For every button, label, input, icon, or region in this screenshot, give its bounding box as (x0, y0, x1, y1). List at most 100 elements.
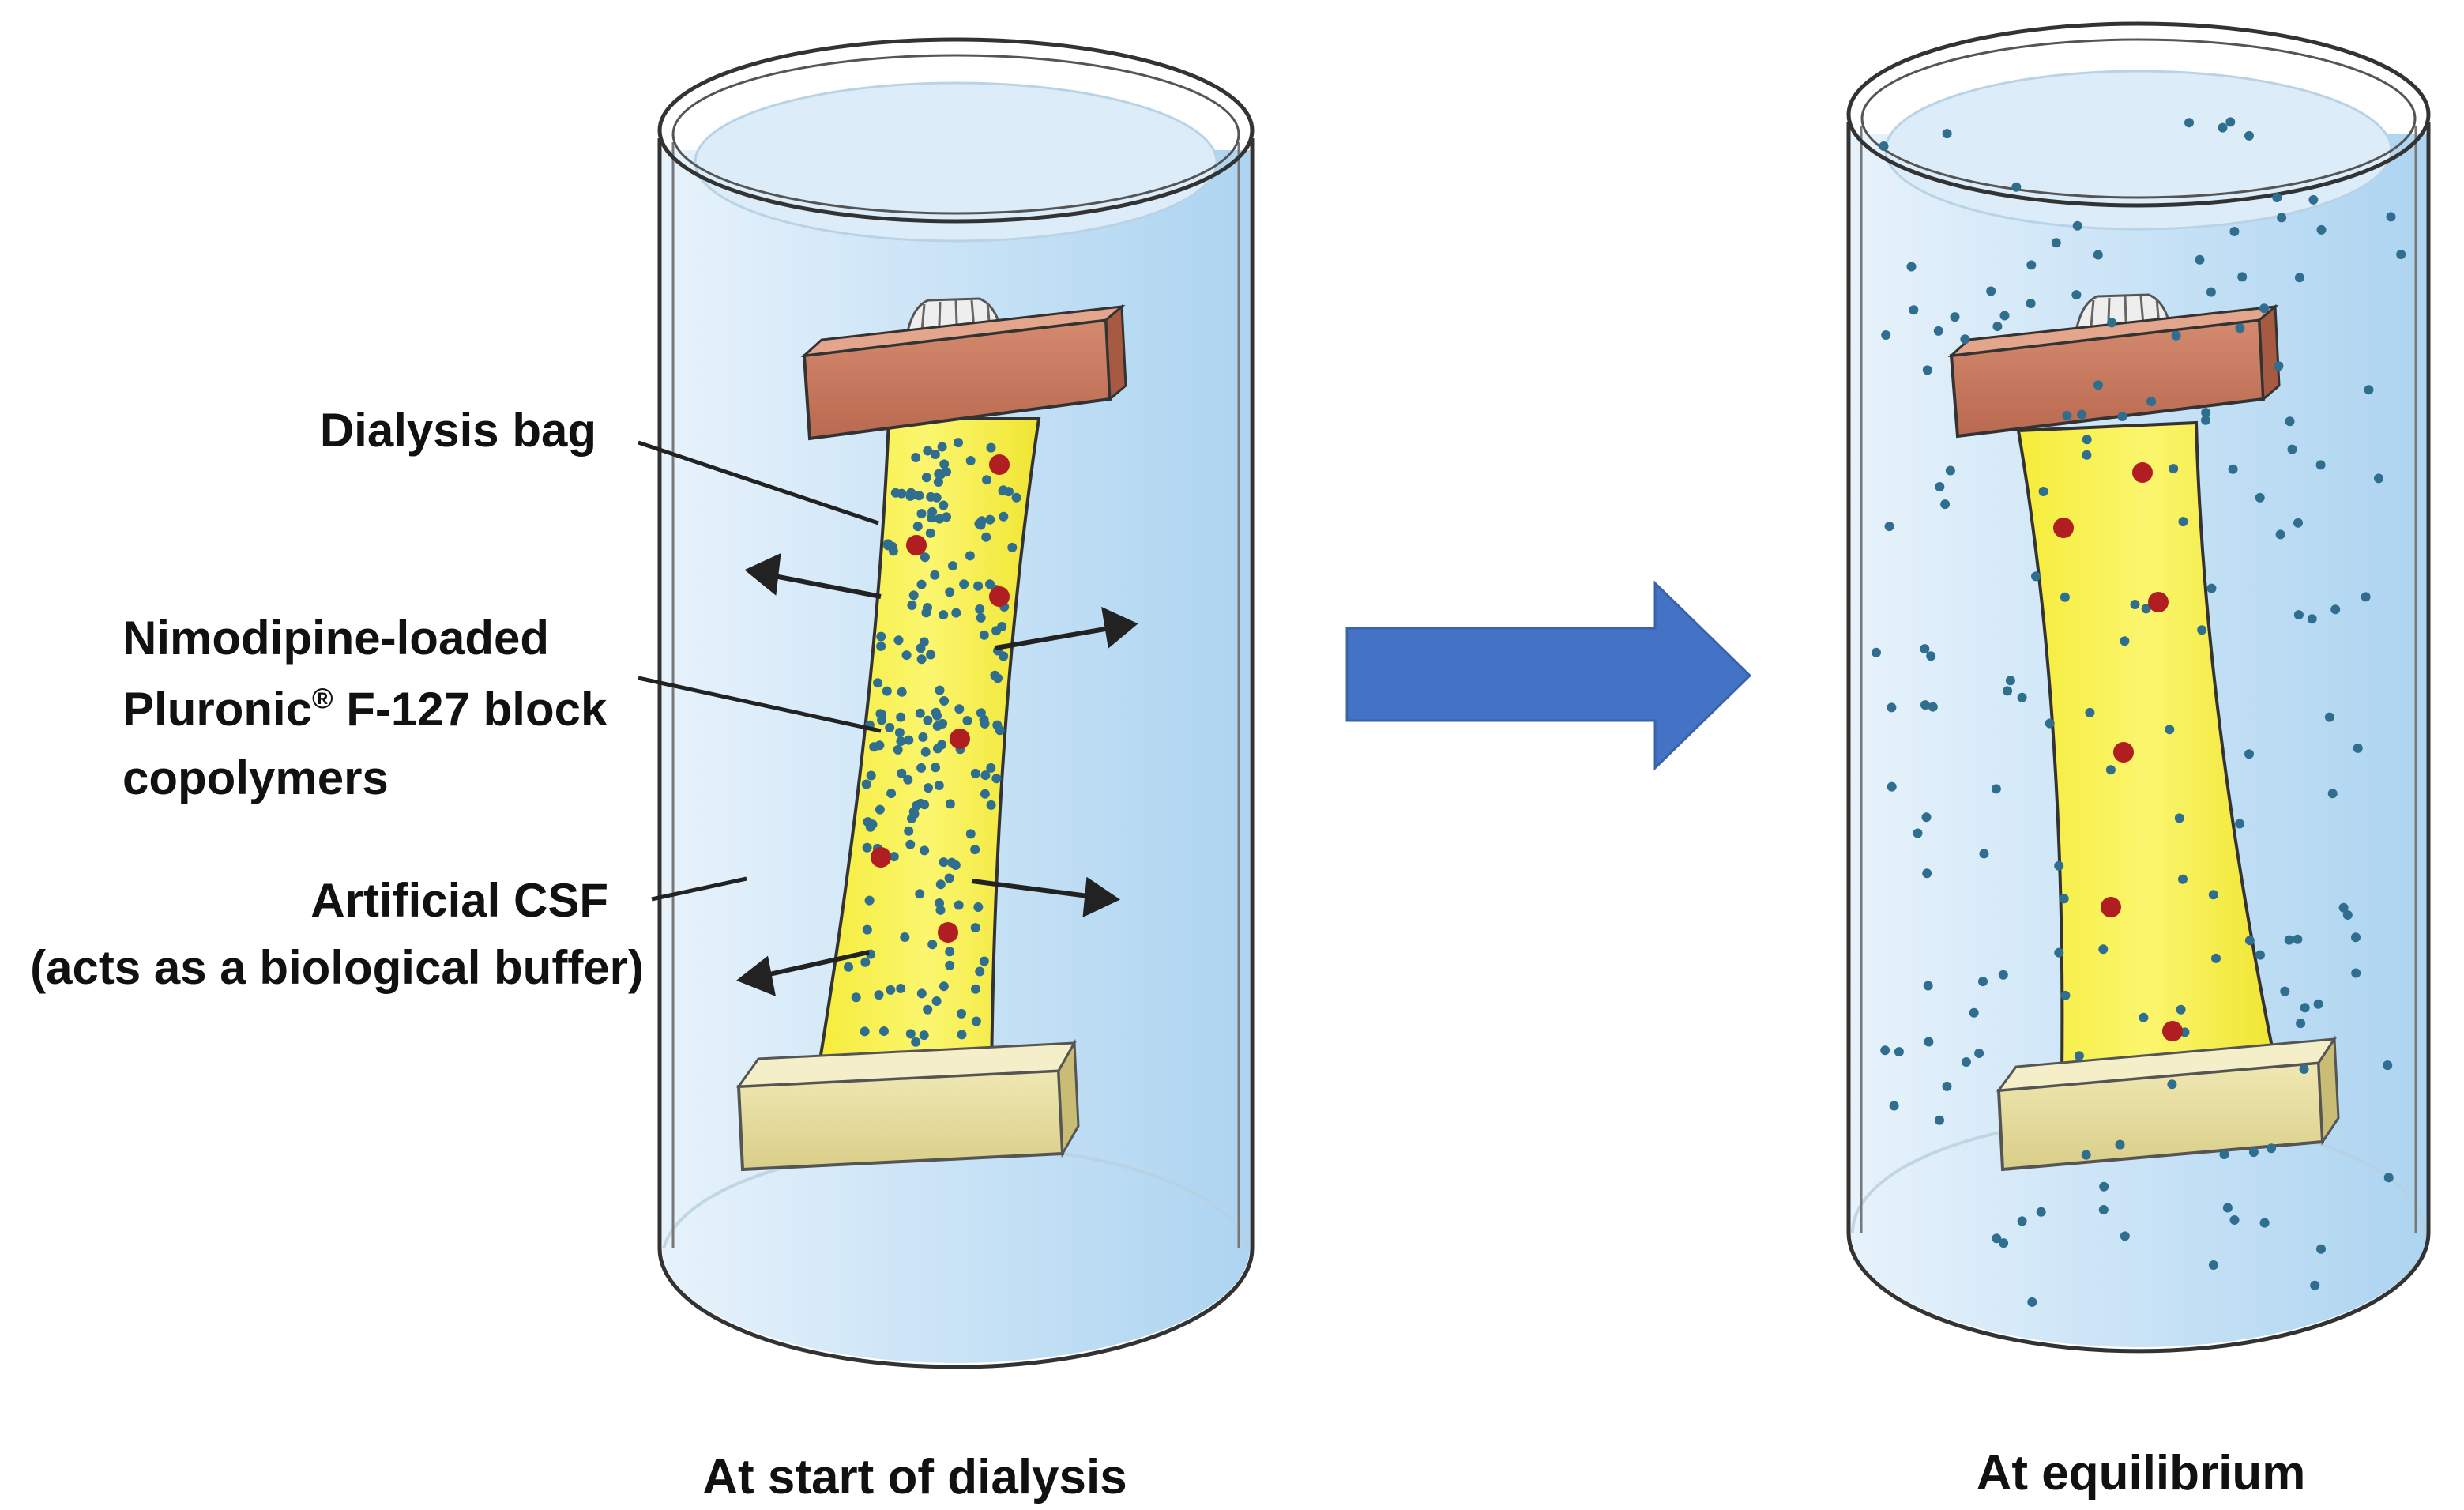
drug-molecule-dot (2038, 487, 2048, 496)
drug-molecule-dot (2308, 194, 2319, 205)
caption-start: At start of dialysis (702, 1450, 1127, 1504)
drug-molecule-dot (2031, 571, 2041, 582)
drug-molecule-dot (970, 923, 980, 933)
drug-molecule-dot (2165, 725, 2175, 735)
drug-molecule-dot (2277, 213, 2287, 223)
drug-molecule-dot (2054, 947, 2064, 958)
drug-molecule-dot (995, 725, 1005, 736)
polymer-dot (2101, 897, 2121, 917)
beaker-rim-start (657, 37, 1255, 224)
drug-molecule-dot (931, 996, 942, 1006)
drug-molecule-dot (844, 962, 853, 972)
drug-molecule-dot (971, 984, 980, 994)
drug-molecule-dot (864, 895, 875, 906)
polymer-dot (2162, 1021, 2183, 1041)
drug-molecule-dot (907, 601, 917, 610)
drug-molecule-dot (882, 686, 892, 696)
drug-molecule-dot (2353, 743, 2363, 753)
drug-molecule-dot (986, 763, 996, 773)
drug-molecule-dot (2098, 1205, 2109, 1214)
drug-molecule-dot (2062, 410, 2072, 420)
drug-molecule-dot (875, 740, 885, 751)
drug-molecule-dot (2338, 902, 2349, 913)
drug-molecule-dot (927, 506, 938, 517)
drug-molecule-dot (1992, 1233, 2002, 1244)
drug-molecule-dot (973, 902, 984, 912)
drug-molecule-dot (2071, 290, 2082, 300)
polymer-dot (938, 922, 958, 943)
drug-molecule-dot (2211, 953, 2221, 963)
drug-molecule-dot (2307, 614, 2317, 624)
drug-molecule-dot (975, 966, 985, 977)
drug-molecule-dot (979, 630, 989, 640)
drug-molecule-dot (904, 826, 914, 836)
drug-molecule-dot (897, 768, 907, 778)
drug-molecule-dot (1872, 647, 1881, 657)
drug-molecule-dot (2195, 254, 2205, 265)
drug-molecule-dot (1884, 522, 1894, 532)
drug-molecule-dot (914, 491, 924, 501)
drug-molecule-dot (1942, 129, 1952, 139)
drug-molecule-dot (999, 511, 1009, 522)
drug-molecule-dot (1978, 977, 1988, 987)
drug-molecule-dot (906, 488, 916, 498)
drug-molecule-dot (2316, 1244, 2326, 1254)
drug-molecule-dot (860, 1026, 870, 1037)
drug-molecule-dot (2294, 273, 2304, 283)
drug-molecule-dot (965, 551, 975, 561)
drug-molecule-dot (2208, 890, 2218, 900)
drug-molecule-dot (2146, 397, 2157, 406)
drug-molecule-dot (979, 714, 989, 725)
drug-molecule-dot (926, 650, 936, 660)
drug-molecule-dot (893, 744, 903, 755)
drug-molecule-dot (2178, 517, 2188, 527)
drug-molecule-dot (2386, 212, 2396, 222)
drug-molecule-dot (1922, 365, 1932, 375)
drug-molecule-dot (886, 789, 897, 799)
drug-molecule-dot (896, 736, 906, 747)
drug-molecule-dot (990, 670, 1000, 680)
drug-molecule-dot (954, 704, 965, 714)
drug-molecule-dot (932, 721, 942, 731)
drug-molecule-dot (908, 590, 919, 601)
drug-molecule-dot (2272, 193, 2282, 202)
label-nimodipine-line1: Nimodipine-loaded (122, 612, 549, 665)
drug-molecule-dot (1961, 1057, 1971, 1067)
drug-molecule-dot (2293, 610, 2304, 620)
drug-molecule-dot (921, 473, 931, 483)
drug-molecule-dot (1979, 849, 1989, 859)
drug-molecule-dot (885, 722, 895, 732)
drug-molecule-dot (2027, 1297, 2037, 1307)
drug-molecule-dot (934, 469, 944, 479)
drug-molecule-dot (1906, 262, 1917, 272)
drug-molecule-dot (2327, 789, 2338, 799)
drug-molecule-dot (2285, 416, 2295, 427)
drug-molecule-dot (2342, 910, 2353, 920)
drug-molecule-dot (935, 879, 946, 890)
drug-molecule-dot (2383, 1173, 2394, 1183)
drug-molecule-dot (945, 947, 955, 957)
drug-molecule-dot (2259, 303, 2269, 314)
drug-molecule-dot (2003, 686, 2013, 696)
drug-molecule-dot (896, 712, 906, 722)
drug-molecule-dot (982, 475, 991, 485)
drug-molecule-dot (939, 857, 949, 868)
drug-molecule-dot (2206, 583, 2217, 593)
drug-molecule-dot (2107, 318, 2117, 328)
drug-molecule-dot (2093, 380, 2103, 390)
drug-molecule-dot (893, 635, 904, 646)
drug-molecule-dot (999, 485, 1008, 495)
drug-molecule-dot (2324, 712, 2334, 722)
drug-molecule-dot (919, 1030, 929, 1041)
drug-molecule-dot (986, 442, 996, 453)
drug-molecule-dot (930, 450, 940, 459)
drug-molecule-dot (939, 981, 949, 992)
drug-molecule-dot (1894, 1047, 1904, 1057)
drug-molecule-dot (874, 990, 884, 1000)
drug-molecule-dot (2051, 238, 2061, 248)
drug-molecule-dot (2017, 1216, 2027, 1226)
drug-molecule-dot (915, 889, 925, 899)
drug-molecule-dot (2313, 999, 2323, 1009)
drug-molecule-dot (2300, 1003, 2310, 1013)
drug-molecule-dot (939, 459, 950, 469)
